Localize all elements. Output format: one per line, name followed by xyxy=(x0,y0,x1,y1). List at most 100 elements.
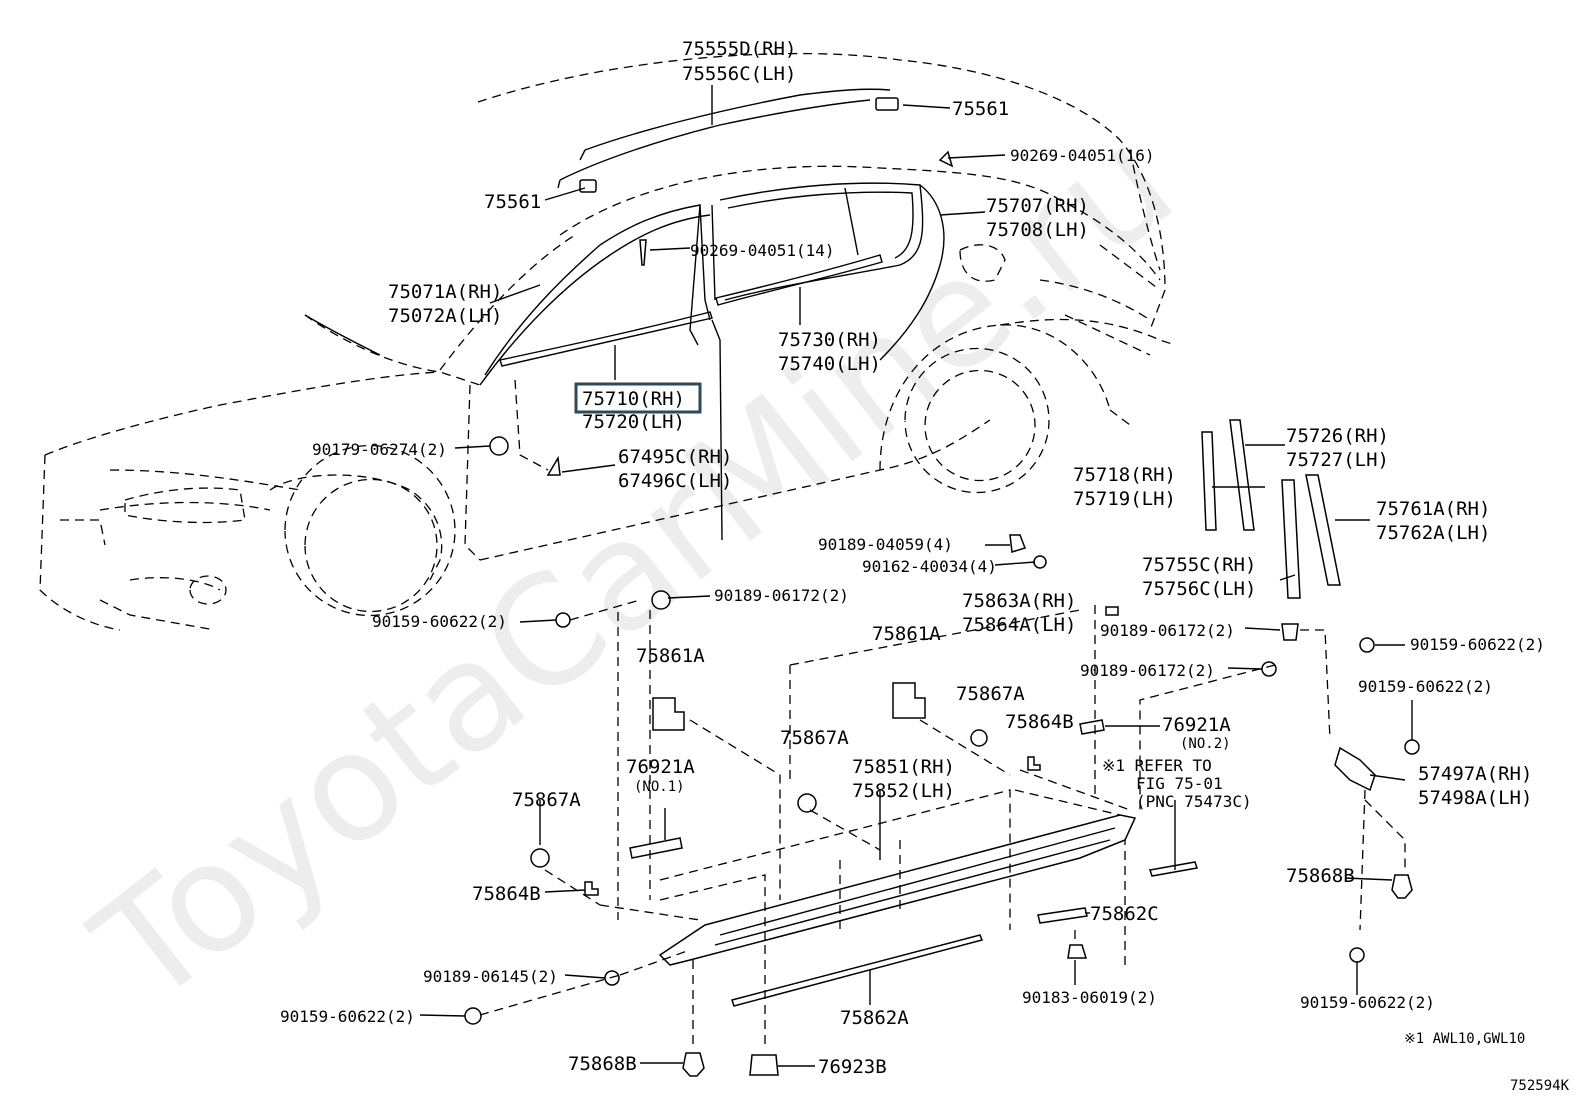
label-75072a[interactable]: 75072A(LH) xyxy=(388,305,502,327)
label-76921a-no1[interactable]: 76921A xyxy=(626,756,695,778)
label-90159-right2[interactable]: 90159-60622(2) xyxy=(1358,677,1493,696)
clip-75867a-lower xyxy=(530,848,550,868)
label-90189-04059[interactable]: 90189-04059(4) xyxy=(818,535,953,554)
clip-75863a xyxy=(1105,606,1119,616)
pad-76921a-no2 xyxy=(1079,719,1105,735)
label-75561-upper[interactable]: 75561 xyxy=(952,98,1009,120)
leader-lines xyxy=(419,85,1413,1067)
clip-75864b-lower xyxy=(584,881,599,896)
label-67496c[interactable]: 67496C(LH) xyxy=(618,470,732,492)
label-75708[interactable]: 75708(LH) xyxy=(986,219,1089,241)
part-glyphs xyxy=(464,97,1420,1077)
label-90183[interactable]: 90183-06019(2) xyxy=(1022,988,1157,1007)
emblem-hybrid xyxy=(1149,861,1198,877)
label-75864b-lower[interactable]: 75864B xyxy=(472,883,541,905)
label-75861a-right[interactable]: 75861A xyxy=(872,623,941,645)
strip-75718 xyxy=(1201,431,1217,531)
label-57498a[interactable]: 57498A(LH) xyxy=(1418,787,1532,809)
strip-75862a xyxy=(731,934,984,1007)
figure-code: 752594K xyxy=(1510,1078,1570,1094)
label-75762a[interactable]: 75762A(LH) xyxy=(1376,522,1490,544)
clip-76923b xyxy=(749,1054,779,1076)
car-body-outline xyxy=(39,52,1176,631)
grommet-90179 xyxy=(489,436,509,456)
label-75864b-upper[interactable]: 75864B xyxy=(1005,711,1074,733)
label-90179[interactable]: 90179-06274(2) xyxy=(312,440,447,459)
pad-76921a-no1 xyxy=(629,837,683,859)
label-90269-16[interactable]: 90269-04051(16) xyxy=(1010,146,1155,165)
clip-75864b-upper xyxy=(1027,756,1041,771)
clip-75561-upper xyxy=(875,97,899,111)
label-67495c[interactable]: 67495C(RH) xyxy=(618,446,732,468)
label-75740[interactable]: 75740(LH) xyxy=(778,353,881,375)
label-75867a-middle[interactable]: 75867A xyxy=(780,727,849,749)
screw-90159-bottom-right xyxy=(1349,947,1365,963)
label-75861a-left[interactable]: 75861A xyxy=(636,645,705,667)
label-75852[interactable]: 75852(LH) xyxy=(852,780,955,802)
label-75730[interactable]: 75730(RH) xyxy=(778,329,881,351)
grommet-90189-06145 xyxy=(604,970,620,986)
block-75861a-left xyxy=(652,697,685,731)
clip-90183 xyxy=(1067,944,1088,959)
block-75861a-right xyxy=(892,682,926,719)
label-76921a-no2[interactable]: 76921A xyxy=(1162,714,1231,736)
label-90162[interactable]: 90162-40034(4) xyxy=(862,557,997,576)
label-refer-line2: FIG 75-01 xyxy=(1136,774,1223,793)
grommet-90189-06172-right1 xyxy=(1281,623,1299,641)
label-75710-highlighted[interactable]: 75710(RH) xyxy=(582,388,685,410)
label-refer-line3: (PNC 75473C) xyxy=(1136,792,1252,811)
label-75867a-upper[interactable]: 75867A xyxy=(956,683,1025,705)
label-75761a[interactable]: 75761A(RH) xyxy=(1376,498,1490,520)
label-90189-06172-right1[interactable]: 90189-06172(2) xyxy=(1100,621,1235,640)
label-75851[interactable]: 75851(RH) xyxy=(852,756,955,778)
label-90159-right1[interactable]: 90159-60622(2) xyxy=(1410,635,1545,654)
label-75556c[interactable]: 75556C(LH) xyxy=(682,63,796,85)
label-75864a[interactable]: 75864A(LH) xyxy=(962,614,1076,636)
label-76921a-no1-sub: (NO.1) xyxy=(634,779,685,795)
cover-67495c xyxy=(546,455,561,476)
label-75726[interactable]: 75726(RH) xyxy=(1286,425,1389,447)
assembly-lines xyxy=(479,379,1406,1050)
label-90269-14[interactable]: 90269-04051(14) xyxy=(690,241,835,260)
label-75867a-lower[interactable]: 75867A xyxy=(512,789,581,811)
label-90189-06172-right2[interactable]: 90189-06172(2) xyxy=(1080,661,1215,680)
label-75727[interactable]: 75727(LH) xyxy=(1286,449,1389,471)
label-75863a[interactable]: 75863A(RH) xyxy=(962,590,1076,612)
label-75720[interactable]: 75720(LH) xyxy=(582,411,685,433)
bracket-57497a xyxy=(1334,746,1376,792)
screw-90162 xyxy=(1033,555,1047,569)
strip-75761a xyxy=(1305,474,1341,586)
label-75555d[interactable]: 75555D(RH) xyxy=(682,38,796,60)
label-75718[interactable]: 75718(RH) xyxy=(1073,464,1176,486)
label-75862a[interactable]: 75862A xyxy=(840,1007,909,1029)
label-75868b-right[interactable]: 75868B xyxy=(1286,865,1355,887)
label-90189-06145[interactable]: 90189-06145(2) xyxy=(423,967,558,986)
label-75862c[interactable]: 75862C xyxy=(1090,903,1159,925)
label-75755c[interactable]: 75755C(RH) xyxy=(1142,554,1256,576)
label-90159-left[interactable]: 90159-60622(2) xyxy=(372,612,507,631)
label-75719[interactable]: 75719(LH) xyxy=(1073,488,1176,510)
screw-90159-left xyxy=(555,612,571,628)
label-75561-lower[interactable]: 75561 xyxy=(484,191,541,213)
screw-90159-right1 xyxy=(1359,637,1375,653)
label-90189-06172-left[interactable]: 90189-06172(2) xyxy=(714,586,849,605)
label-75756c[interactable]: 75756C(LH) xyxy=(1142,578,1256,600)
clip-75868b-left xyxy=(682,1052,705,1077)
label-75868b-left[interactable]: 75868B xyxy=(568,1053,637,1075)
label-90159-bottom-right[interactable]: 90159-60622(2) xyxy=(1300,993,1435,1012)
label-75071a[interactable]: 75071A(RH) xyxy=(388,281,502,303)
clip-90189-04059 xyxy=(1009,534,1026,553)
label-57497a[interactable]: 57497A(RH) xyxy=(1418,763,1532,785)
clip-75867a-upper xyxy=(970,729,988,747)
screw-90269-lower xyxy=(639,239,647,266)
label-76923b[interactable]: 76923B xyxy=(818,1056,887,1078)
door-window-lines xyxy=(479,88,945,541)
label-75707[interactable]: 75707(RH) xyxy=(986,195,1089,217)
label-90159-bottom-left[interactable]: 90159-60622(2) xyxy=(280,1007,415,1026)
label-refer-line1: ※1 REFER TO xyxy=(1102,756,1212,775)
part-labels: 75555D(RH) 75556C(LH) 75561 90269-04051(… xyxy=(280,38,1570,1094)
screw-90159-bottom-left xyxy=(464,1007,482,1025)
strip-75755c xyxy=(1281,479,1301,599)
